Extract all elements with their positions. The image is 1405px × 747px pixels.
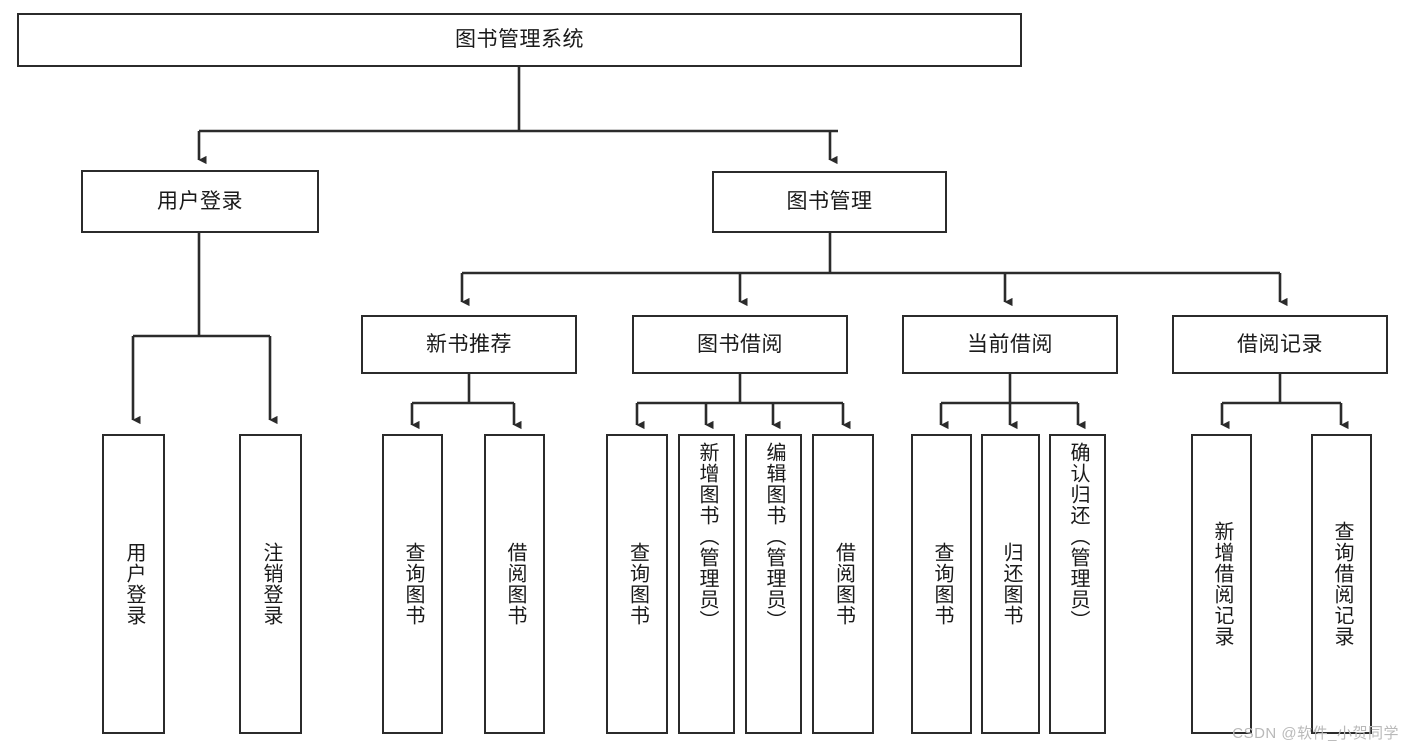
leaf-label: 归还图书	[1000, 542, 1022, 626]
node-borrow-record[interactable]: 借阅记录	[1172, 315, 1388, 374]
leaf-new-book-borrow[interactable]: 借阅图书	[484, 434, 545, 734]
node-book-management[interactable]: 图书管理	[712, 171, 947, 233]
leaf-label: 借阅图书	[832, 542, 855, 626]
leaf-label: 查询图书	[931, 542, 953, 626]
leaf-label: 查询图书	[626, 542, 649, 626]
leaf-label: 用户登录	[123, 542, 145, 626]
leaf-label: 确认归还（管理员）	[1067, 442, 1089, 631]
leaf-borrow-borrow-book[interactable]: 借阅图书	[812, 434, 874, 734]
node-borrow-record-label: 借阅记录	[1237, 332, 1323, 356]
node-book-management-label: 图书管理	[786, 190, 873, 214]
leaf-record-query-record[interactable]: 查询借阅记录	[1311, 434, 1372, 734]
node-root[interactable]: 图书管理系统	[17, 13, 1022, 67]
leaf-current-query-book[interactable]: 查询图书	[911, 434, 972, 734]
leaf-user-login-logout[interactable]: 注销登录	[239, 434, 302, 734]
leaf-new-book-query[interactable]: 查询图书	[382, 434, 443, 734]
leaf-borrow-query-book[interactable]: 查询图书	[606, 434, 668, 734]
leaf-label: 查询借阅记录	[1331, 521, 1353, 647]
leaf-user-login-login[interactable]: 用户登录	[102, 434, 165, 734]
leaf-label: 新增图书（管理员）	[696, 442, 718, 631]
node-book-borrow[interactable]: 图书借阅	[632, 315, 848, 374]
node-current-borrow-label: 当前借阅	[967, 332, 1053, 356]
leaf-label: 查询图书	[402, 542, 424, 626]
node-new-book-recommend-label: 新书推荐	[426, 332, 512, 356]
leaf-label: 借阅图书	[504, 542, 526, 626]
leaf-label: 注销登录	[260, 542, 282, 626]
leaf-current-confirm-return[interactable]: 确认归还（管理员）	[1049, 434, 1106, 734]
leaf-record-add-record[interactable]: 新增借阅记录	[1191, 434, 1252, 734]
leaf-borrow-edit-book[interactable]: 编辑图书（管理员）	[745, 434, 802, 734]
node-user-login[interactable]: 用户登录	[81, 170, 319, 233]
node-user-login-label: 用户登录	[157, 189, 243, 213]
node-book-borrow-label: 图书借阅	[697, 332, 783, 356]
leaf-label: 新增借阅记录	[1211, 521, 1233, 647]
node-current-borrow[interactable]: 当前借阅	[902, 315, 1118, 374]
leaf-current-return-book[interactable]: 归还图书	[981, 434, 1040, 734]
node-root-label: 图书管理系统	[455, 28, 584, 52]
watermark-text: CSDN @软件_小贺同学	[1232, 725, 1399, 742]
node-new-book-recommend[interactable]: 新书推荐	[361, 315, 577, 374]
leaf-borrow-add-book[interactable]: 新增图书（管理员）	[678, 434, 735, 734]
leaf-label: 编辑图书（管理员）	[763, 442, 785, 631]
